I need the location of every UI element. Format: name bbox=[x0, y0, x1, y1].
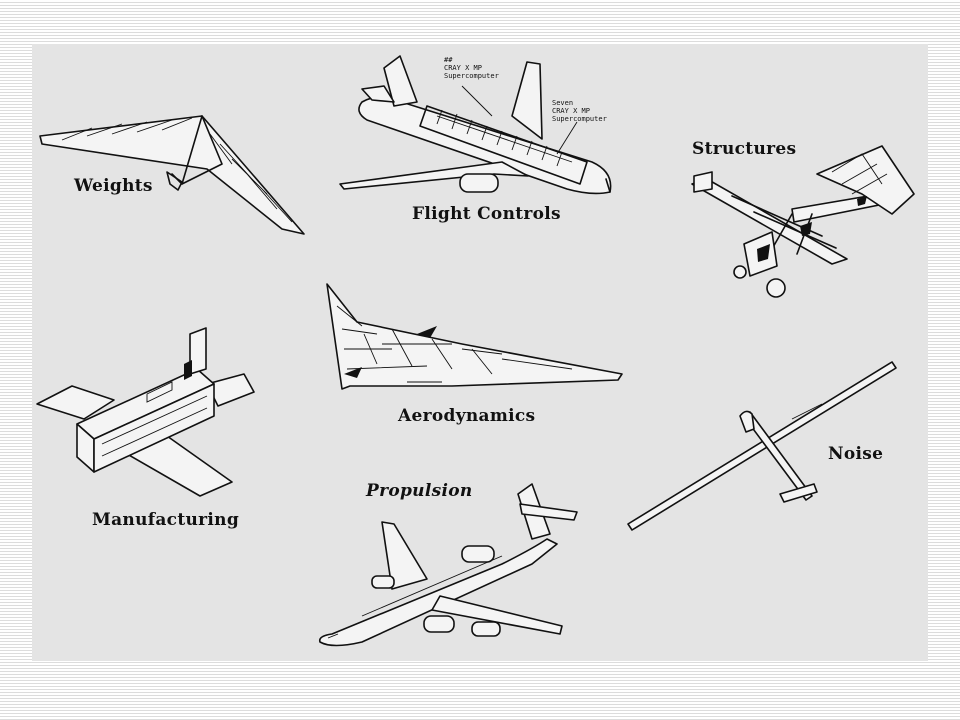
label-weights: Weights bbox=[74, 176, 153, 196]
label-aerodynamics: Aerodynamics bbox=[398, 406, 536, 426]
structures-airframe-drawing bbox=[691, 145, 915, 298]
airliner-flight-controls-drawing bbox=[339, 55, 612, 195]
label-manufacturing: Manufacturing bbox=[92, 510, 240, 530]
figure-panel: Weights Flight Controls Structures Aerod… bbox=[32, 44, 928, 661]
cray-annotation-top: ## CRAY X MP Supercomputer bbox=[444, 56, 499, 80]
label-propulsion: Propulsion bbox=[366, 481, 473, 501]
glider-drawing bbox=[627, 361, 897, 531]
cray-annotation-right: Seven CRAY X MP Supercomputer bbox=[552, 99, 607, 123]
manufacturing-airframe-drawing bbox=[36, 327, 255, 497]
hang-glider-drawing bbox=[39, 115, 305, 235]
flying-wing-drawing bbox=[326, 283, 623, 390]
aircraft-drawings bbox=[36, 55, 915, 647]
propulsion-airliner-drawing bbox=[318, 483, 578, 647]
label-noise: Noise bbox=[828, 444, 884, 464]
label-flight-controls: Flight Controls bbox=[412, 204, 561, 224]
label-structures: Structures bbox=[692, 139, 797, 159]
